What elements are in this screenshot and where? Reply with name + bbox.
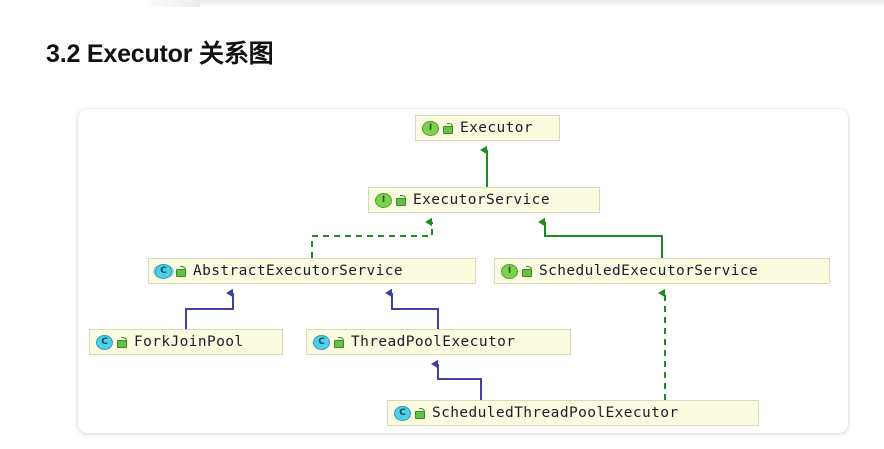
public-lock-icon (396, 194, 406, 206)
interface-icon (501, 263, 518, 279)
public-lock-icon (176, 265, 186, 277)
node-label: ThreadPoolExecutor (351, 334, 516, 350)
top-divider-strip (140, 0, 884, 7)
node-executor[interactable]: Executor (415, 115, 560, 141)
node-label: ScheduledExecutorService (539, 263, 759, 279)
class-icon (394, 405, 411, 421)
edge-forkjoinpool-to-abstractexecutorservice (185, 288, 234, 329)
public-lock-icon (415, 407, 425, 419)
public-lock-icon (117, 336, 127, 348)
node-abstract-executor-service[interactable]: AbstractExecutorService (148, 258, 476, 284)
edge-scheduledexecutorservice-to-executorservice (538, 217, 663, 258)
node-label: ForkJoinPool (134, 334, 244, 350)
node-label: Executor (460, 120, 534, 136)
public-lock-icon (522, 265, 532, 277)
node-label: ExecutorService (413, 192, 550, 208)
interface-icon (422, 120, 439, 136)
edge-scheduledthreadpoolexecutor-to-threadpoolexecutor (431, 359, 482, 400)
node-label: ScheduledThreadPoolExecutor (432, 405, 679, 421)
public-lock-icon (334, 336, 344, 348)
page-title: 3.2 Executor 关系图 (46, 40, 274, 68)
edge-threadpoolexecutor-to-abstractexecutorservice (385, 288, 439, 329)
node-scheduled-thread-pool-executor[interactable]: ScheduledThreadPoolExecutor (387, 400, 759, 426)
abstract-class-icon (155, 263, 172, 279)
class-icon (313, 334, 330, 350)
edge-abstractexecutorservice-to-executorservice (311, 217, 433, 258)
node-fork-join-pool[interactable]: ForkJoinPool (89, 329, 283, 355)
public-lock-icon (443, 122, 453, 134)
class-icon (96, 334, 113, 350)
node-executor-service[interactable]: ExecutorService (368, 187, 600, 213)
interface-icon (375, 192, 392, 208)
node-label: AbstractExecutorService (193, 263, 403, 279)
node-scheduled-executor-service[interactable]: ScheduledExecutorService (494, 258, 830, 284)
node-thread-pool-executor[interactable]: ThreadPoolExecutor (306, 329, 571, 355)
